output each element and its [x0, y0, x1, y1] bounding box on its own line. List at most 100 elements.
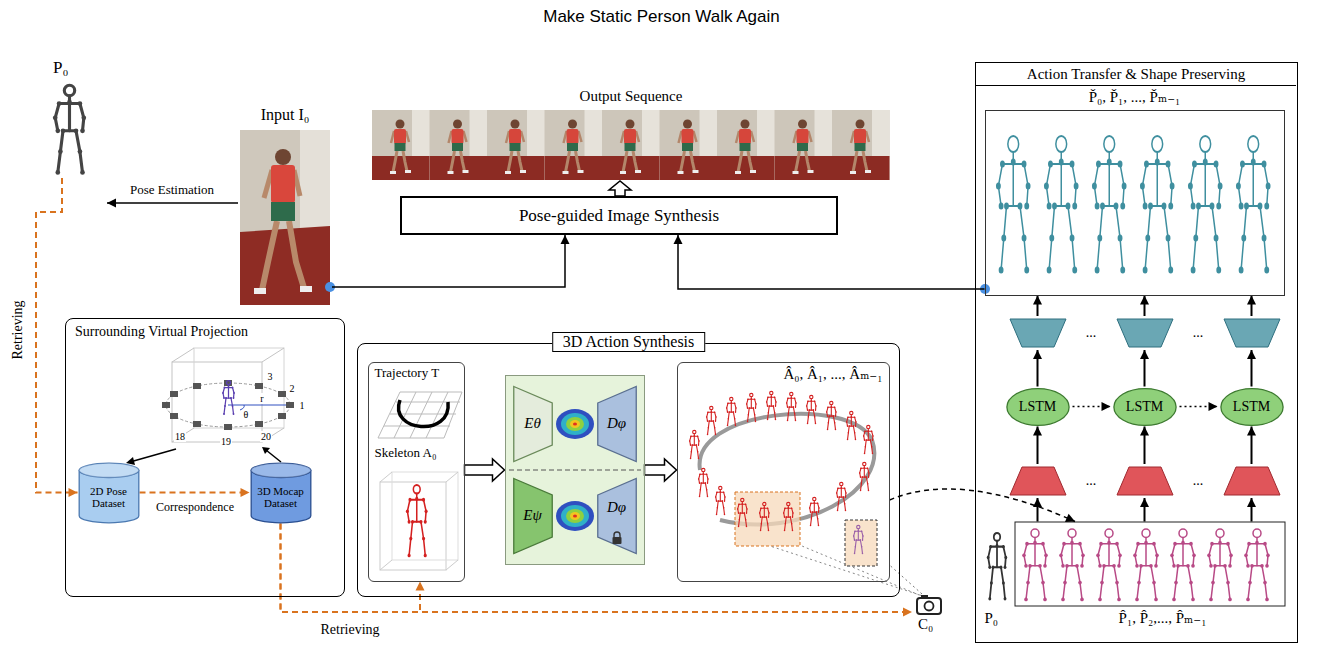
arrow-head — [1140, 427, 1149, 436]
node-text: P₀ — [985, 610, 999, 627]
node-text: Eψ — [523, 507, 541, 524]
node-text: LSTM — [1019, 399, 1056, 415]
arrow-head — [69, 488, 78, 497]
arrow-head — [1247, 498, 1256, 507]
connector — [890, 489, 1076, 522]
arrow-head — [1247, 427, 1256, 436]
arrow-head — [1140, 296, 1149, 305]
arrow-head — [1247, 350, 1256, 359]
arrow-head — [107, 199, 116, 208]
node-text: Surrounding Virtual Projection — [75, 324, 248, 340]
action-sequence-3d — [689, 391, 926, 597]
lstm-cell: LSTM — [1112, 387, 1178, 427]
node-text: P̂₁, P̂₂,..., P̂ₘ₋₁ — [1043, 610, 1283, 627]
connector — [332, 235, 570, 287]
connector-line — [678, 235, 985, 289]
arrow-head — [1140, 350, 1149, 359]
group-box: Surrounding Virtual Projection 2D Pose Da… — [65, 318, 345, 597]
connector-line — [890, 489, 1076, 522]
arrow-head — [1033, 427, 1042, 436]
lock-icon — [611, 531, 623, 545]
connector — [140, 488, 250, 497]
connector — [1033, 296, 1042, 387]
process-box: Pose-guided Image Synthesis — [400, 196, 838, 235]
node-text: Action Transfer & Shape Preserving — [976, 63, 1296, 86]
block-arrow — [609, 181, 631, 196]
node-text: 3D Mocap Dataset — [252, 485, 310, 509]
node-text: Dφ — [607, 415, 626, 432]
camera-number: 3 — [267, 371, 274, 382]
encoder-block: Eθ — [513, 385, 553, 463]
transfer-network — [980, 136, 1285, 606]
connector — [1180, 402, 1218, 411]
camera-number: θ — [243, 409, 250, 420]
text-holder: Pose-guided Image Synthesis — [402, 198, 836, 233]
connector — [281, 524, 913, 617]
input-photo — [240, 130, 335, 305]
node-text: Trajectory T — [375, 366, 440, 381]
text-holder: Eψ — [513, 477, 553, 555]
text-holder: Dφ — [597, 385, 637, 463]
edge-label: Retrieving — [10, 298, 26, 361]
ellipsis-mark: ... — [1085, 473, 1098, 489]
node-text: P̌₀, P̌₁, ..., P̌ₘ₋₁ — [986, 89, 1284, 106]
network-box: EθDφEψDφ — [505, 375, 645, 565]
node-text: LSTM — [1233, 399, 1270, 415]
connector — [609, 181, 631, 196]
node-text: P₀ — [53, 58, 68, 78]
node-text: Dφ — [607, 499, 626, 516]
skeleton-strip: P₀P̂₁, P̂₂,..., P̂ₘ₋₁ — [983, 522, 1285, 606]
camera-number: 20 — [260, 431, 272, 442]
arrow-head — [1247, 296, 1256, 305]
node-text: Â₀, Â₁, ..., Âₘ₋₁ — [718, 366, 883, 383]
connector-line — [36, 178, 78, 493]
arrow-head — [1209, 402, 1218, 411]
camera-number: 18 — [174, 431, 186, 442]
connector — [1140, 427, 1149, 522]
block-arrow — [645, 459, 677, 481]
arrow-head — [1033, 296, 1042, 305]
input-box: Trajectory TSkeleton A₀ — [368, 362, 465, 582]
network-background — [505, 375, 645, 565]
decoder-block: Dφ — [597, 477, 637, 555]
arrow-head — [1140, 498, 1149, 507]
camera-number: 2 — [289, 383, 296, 394]
arrow-head — [903, 608, 912, 617]
arrow-head — [674, 235, 683, 244]
node-text: C₀ — [918, 616, 933, 633]
connector-line — [890, 565, 923, 594]
connector-line — [140, 492, 250, 494]
text-holder: LSTM — [1005, 387, 1071, 427]
image-strip: Output Sequence — [372, 88, 890, 181]
node-text: Eθ — [524, 415, 541, 432]
block-arrow — [465, 459, 505, 481]
connector — [1073, 402, 1111, 411]
camera-number: 1 — [299, 400, 306, 411]
connector — [36, 178, 78, 497]
node-text: LSTM — [1126, 399, 1163, 415]
projection-illustration — [126, 348, 294, 465]
connector — [674, 235, 985, 289]
text-holder: 2D Pose Dataset — [78, 462, 140, 524]
arrow-head — [1033, 350, 1042, 359]
input-image: Input I₀ — [238, 100, 332, 307]
group-box: 3D Action SynthesisTrajectory TSkeleton … — [357, 343, 900, 597]
output-box: Â₀, Â₁, ..., Âₘ₋₁ — [677, 362, 890, 582]
arrow-head — [241, 488, 250, 497]
camera-icon — [917, 595, 941, 614]
decoder-block: Dφ — [597, 385, 637, 463]
connector — [1247, 427, 1256, 522]
connector — [107, 199, 238, 208]
connector — [645, 459, 677, 481]
node-text: Input I₀ — [238, 106, 332, 124]
database-cylinder: 2D Pose Dataset — [78, 462, 140, 524]
text-holder: LSTM — [1112, 387, 1178, 427]
ellipsis-mark: ... — [1192, 473, 1205, 489]
encoder-block: Eψ — [513, 477, 553, 555]
connector-line — [281, 524, 913, 613]
text-holder: Eθ — [513, 385, 553, 463]
text-holder: 3D Mocap Dataset — [250, 462, 312, 524]
node-text: Pose-guided Image Synthesis — [519, 206, 719, 226]
connector-line — [107, 202, 238, 204]
